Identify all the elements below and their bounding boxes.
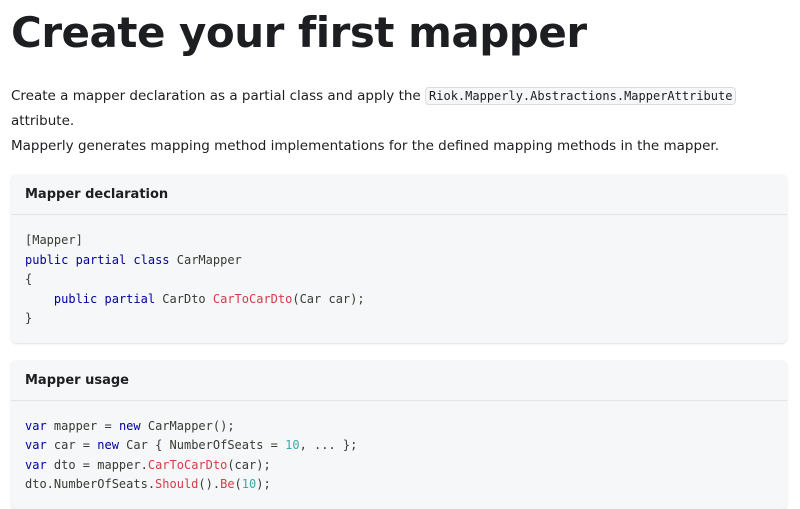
code-token: dto.NumberOfSeats. [25,477,156,491]
code-token: class [133,252,170,267]
code-line: public partial CarDto CarToCarDto(Car ca… [25,292,365,306]
code-token: var [25,457,47,472]
code-token [68,253,75,267]
code-token: new [97,438,119,452]
code-token: CarToCarDto [147,457,228,472]
code-token: partial [75,252,127,267]
mapper-declaration-card: Mapper declaration [Mapper] public parti… [11,174,787,343]
code-token: ); [256,477,271,491]
intro-line-2: Mapperly generates mapping method implem… [11,138,719,154]
code-token: CarDto [155,291,213,306]
mapper-usage-card: Mapper usage var mapper = new CarMapper(… [11,359,787,509]
code-token [25,292,54,306]
page-title: Create your first mapper [11,8,587,57]
code-line: dto.NumberOfSeats.Should().Be(10); [25,477,271,491]
code-token: 10 [241,477,257,491]
code-token: } [25,311,33,325]
code-token: (Car car); [292,291,365,306]
code-line: var mapper = new CarMapper(); [25,419,235,433]
code-token: ( [234,477,242,491]
code-token: CarMapper(); [140,418,235,433]
mapper-usage-title: Mapper usage [11,360,787,401]
code-token: Should [155,477,199,491]
code-line: [Mapper] [25,233,83,247]
code-token [97,292,104,306]
code-token: (car); [227,457,271,472]
code-token: Car { NumberOfSeats = [118,438,286,452]
code-token: 10 [285,438,300,452]
mapper-usage-code[interactable]: var mapper = new CarMapper(); var car = … [11,401,787,509]
code-line: var dto = mapper.CarToCarDto(car); [25,458,271,472]
code-token: new [118,418,141,433]
intro-text-after: attribute. [11,113,75,129]
code-token: var [25,438,47,452]
code-token: { [25,272,33,286]
intro-text-before: Create a mapper declaration as a partial… [11,88,426,104]
code-token: CarToCarDto [212,291,293,306]
code-token: Be [220,477,235,491]
code-token: dto = mapper. [46,457,148,472]
code-line: public partial class CarMapper [25,253,242,267]
code-token: car = [46,438,98,452]
code-token: var [25,418,47,433]
mapper-declaration-code[interactable]: [Mapper] public partial class CarMapper … [11,215,787,343]
code-token: partial [104,291,156,306]
code-token: mapper = [46,418,119,433]
code-line: { [25,272,32,286]
mapper-attribute-code: Riok.Mapperly.Abstractions.MapperAttribu… [425,87,737,105]
code-line: var car = new Car { NumberOfSeats = 10, … [25,438,357,452]
code-token: CarMapper [169,252,242,267]
mapper-declaration-title: Mapper declaration [11,174,787,215]
code-token: (). [198,477,221,491]
code-token: public [53,291,98,306]
intro-paragraph: Create a mapper declaration as a partial… [11,84,789,159]
code-token: [Mapper] [25,233,83,247]
code-token: public [25,252,69,267]
code-line: } [25,311,32,325]
code-token: , ... }; [299,438,358,452]
